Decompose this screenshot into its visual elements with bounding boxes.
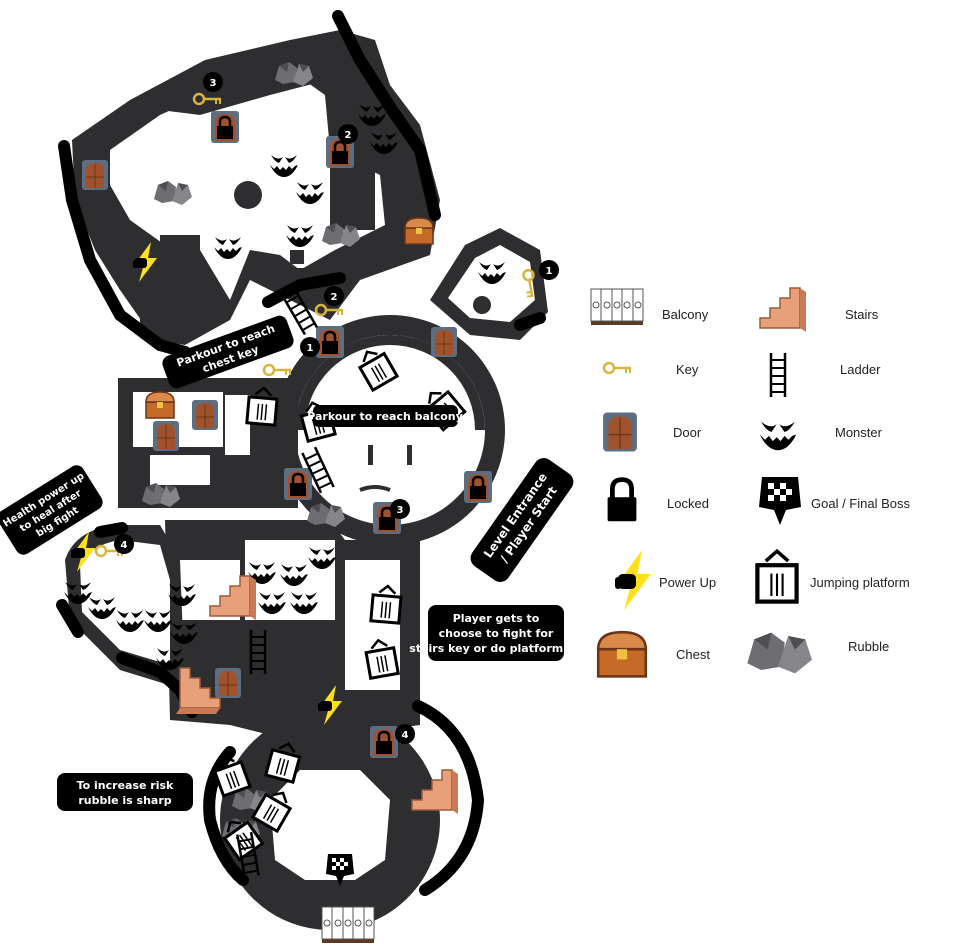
svg-text:3: 3 bbox=[397, 505, 404, 516]
locked-door-icon bbox=[368, 724, 400, 760]
jumping-platform-icon bbox=[757, 551, 796, 601]
locked-door-icon bbox=[314, 324, 346, 360]
badge-2: 2 bbox=[324, 286, 344, 306]
legend-item-balcony: Balcony bbox=[590, 288, 709, 326]
legend-item-jumping: Jumping platform bbox=[757, 551, 910, 601]
badge-4: 4 bbox=[114, 534, 134, 554]
goal-flag-icon bbox=[759, 477, 801, 525]
svg-text:2: 2 bbox=[345, 130, 352, 141]
balcony-icon bbox=[321, 906, 375, 944]
svg-text:Balcony: Balcony bbox=[662, 307, 709, 322]
svg-text:Chest: Chest bbox=[676, 647, 710, 662]
key-icon bbox=[602, 361, 633, 375]
legend-item-locked: Locked bbox=[608, 480, 709, 522]
lock-icon bbox=[608, 480, 637, 522]
legend: Balcony Stairs Key Ladder Door Monster L… bbox=[590, 287, 910, 678]
legend-item-key: Key bbox=[602, 361, 699, 377]
svg-text:Monster: Monster bbox=[835, 425, 883, 440]
balcony-icon bbox=[590, 288, 644, 326]
locked-door-icon bbox=[282, 466, 314, 502]
legend-item-stairs: Stairs bbox=[759, 287, 879, 333]
svg-text:1: 1 bbox=[546, 266, 553, 277]
badges: 1 1 2 2 3 3 4 4 bbox=[114, 72, 559, 744]
legend-item-door: Door bbox=[602, 411, 702, 453]
svg-text:1: 1 bbox=[307, 343, 314, 354]
svg-text:Ladder: Ladder bbox=[840, 362, 881, 377]
chest-icon bbox=[145, 391, 175, 419]
svg-text:Stairs: Stairs bbox=[845, 307, 879, 322]
svg-text:3: 3 bbox=[210, 78, 217, 89]
key-icon bbox=[262, 363, 293, 377]
legend-item-power-up: Power Up bbox=[615, 550, 716, 610]
rubble-icon bbox=[747, 632, 812, 674]
door-icon bbox=[152, 420, 180, 452]
badge-3: 3 bbox=[203, 72, 223, 92]
svg-text:Key: Key bbox=[676, 362, 699, 377]
svg-text:2: 2 bbox=[331, 292, 338, 303]
legend-item-monster: Monster bbox=[759, 421, 883, 451]
chest-icon bbox=[404, 217, 434, 245]
ladder-icon bbox=[769, 351, 787, 399]
svg-text:Door: Door bbox=[673, 425, 702, 440]
svg-text:Jumping platform: Jumping platform bbox=[810, 575, 910, 590]
callout-parkour-balcony: Parkour to reach balcony bbox=[307, 405, 463, 427]
svg-text:Parkour to reach balcony: Parkour to reach balcony bbox=[307, 410, 463, 423]
legend-item-chest: Chest bbox=[596, 630, 710, 678]
door-icon bbox=[214, 667, 242, 699]
chest-icon bbox=[596, 630, 648, 678]
badge-4: 4 bbox=[395, 724, 415, 744]
svg-text:Goal / Final Boss: Goal / Final Boss bbox=[811, 496, 910, 511]
door-icon bbox=[81, 159, 109, 191]
badge-2: 2 bbox=[338, 124, 358, 144]
badge-3: 3 bbox=[390, 499, 410, 519]
legend-item-goal: Goal / Final Boss bbox=[759, 477, 910, 525]
locked-door-icon bbox=[209, 109, 241, 145]
svg-text:4: 4 bbox=[402, 730, 409, 741]
badge-1: 1 bbox=[539, 260, 559, 280]
legend-item-rubble: Rubble bbox=[747, 632, 889, 674]
svg-text:Power Up: Power Up bbox=[659, 575, 716, 590]
badge-1: 1 bbox=[300, 337, 320, 357]
door-icon bbox=[602, 411, 638, 453]
svg-text:Locked: Locked bbox=[667, 496, 709, 511]
svg-text:Rubble: Rubble bbox=[848, 639, 889, 654]
monster-icon bbox=[759, 421, 797, 451]
door-icon bbox=[191, 399, 219, 431]
door-icon bbox=[430, 326, 458, 358]
power-up-icon bbox=[615, 550, 651, 610]
legend-item-ladder: Ladder bbox=[769, 351, 881, 399]
locked-door-icon bbox=[462, 469, 494, 505]
svg-text:4: 4 bbox=[121, 540, 128, 551]
stairs-icon bbox=[759, 287, 807, 333]
